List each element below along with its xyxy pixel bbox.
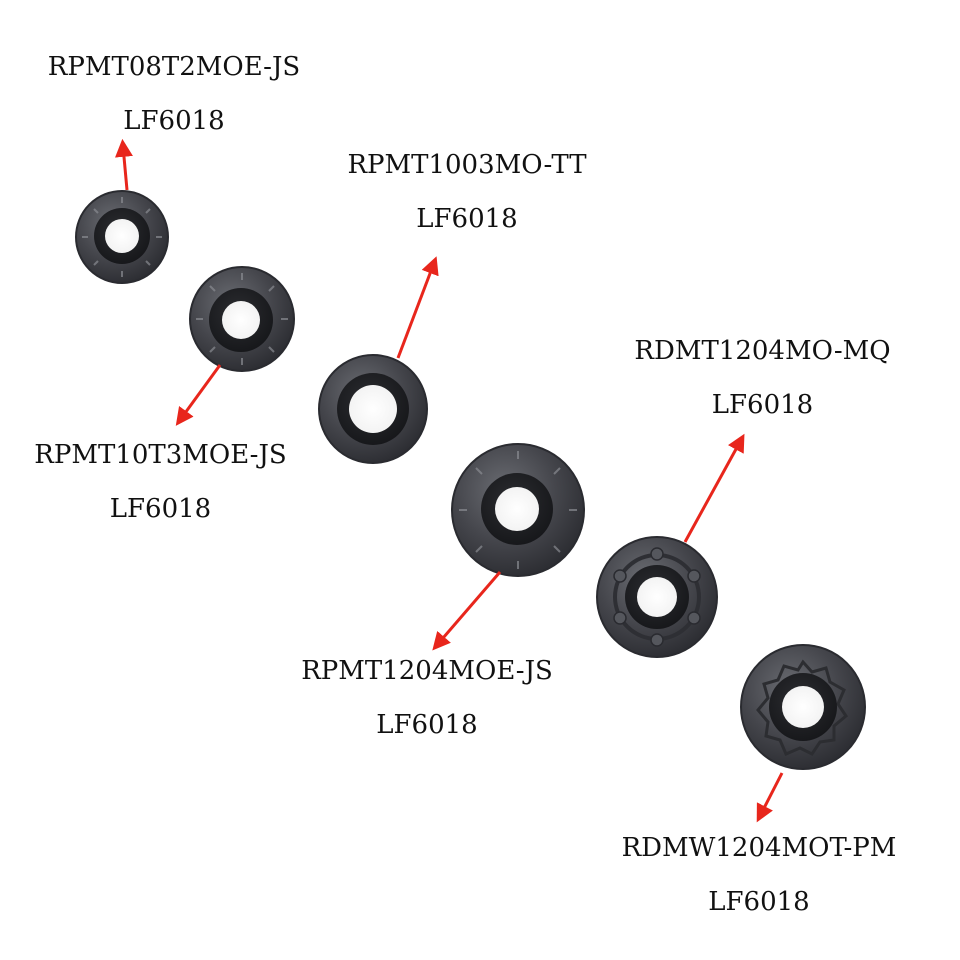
arrow-3: [396, 256, 439, 359]
insert-1: [75, 190, 169, 284]
insert-label-3: RPMT1003MO-TT LF6018: [332, 150, 602, 234]
insert-grade: LF6018: [708, 887, 810, 917]
insert-code: RPMT08T2MOE-JS: [47, 52, 301, 82]
arrow-2: [175, 364, 222, 426]
insert-label-5: RDMT1204MO-MQ LF6018: [620, 336, 905, 420]
insert-grade: LF6018: [416, 204, 518, 234]
insert-3: [318, 354, 428, 464]
insert-code: RPMT1204MOE-JS: [301, 656, 553, 686]
insert-label-6: RDMW1204MOT-PM LF6018: [604, 833, 914, 917]
insert-2: [189, 266, 295, 372]
arrow-6: [756, 772, 784, 823]
insert-grade: LF6018: [123, 106, 225, 136]
arrow-1: [115, 138, 133, 191]
insert-code: RDMT1204MO-MQ: [634, 336, 891, 366]
insert-code: RPMT10T3MOE-JS: [34, 440, 287, 470]
insert-label-2: RPMT10T3MOE-JS LF6018: [18, 440, 303, 524]
insert-grade: LF6018: [109, 494, 212, 524]
arrow-4: [432, 571, 502, 651]
insert-grade: LF6018: [711, 390, 814, 420]
arrow-5: [683, 433, 745, 543]
insert-6: [740, 644, 866, 770]
insert-label-4: RPMT1204MOE-JS LF6018: [282, 656, 572, 740]
insert-label-1: RPMT08T2MOE-JS LF6018: [34, 52, 314, 136]
insert-code: RDMW1204MOT-PM: [621, 833, 897, 863]
insert-code: RPMT1003MO-TT: [347, 150, 587, 180]
insert-4: [451, 443, 585, 577]
insert-grade: LF6018: [376, 710, 478, 740]
insert-5: [596, 536, 718, 658]
